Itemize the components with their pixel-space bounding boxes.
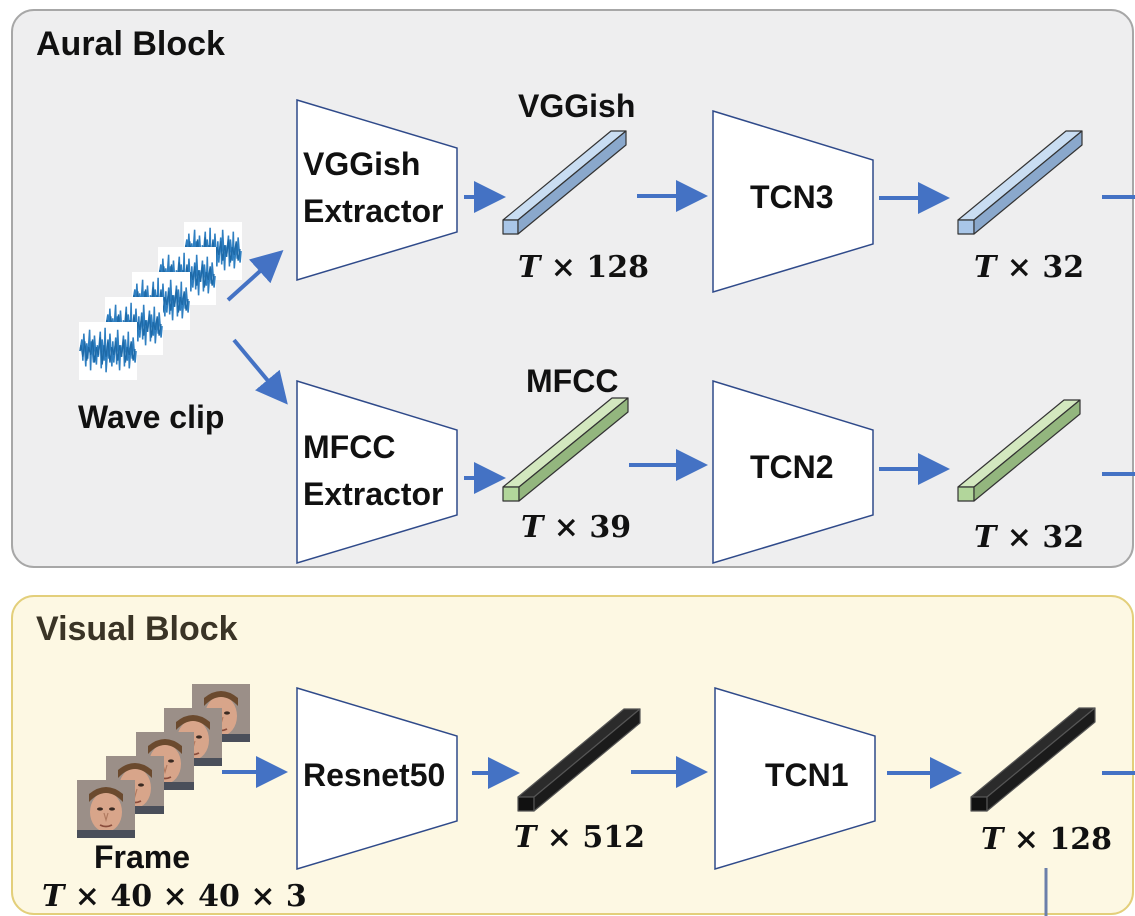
tcn1-label: TCN1 xyxy=(765,757,849,793)
tcn2-output-dim-label: T × 32 xyxy=(974,520,1084,555)
tcn2-label: TCN2 xyxy=(750,449,834,485)
aural-block-title: Aural Block xyxy=(36,25,225,63)
frame-label: Frame xyxy=(94,839,190,875)
tcn1-output-bar xyxy=(970,707,1096,812)
resnet50-label: Resnet50 xyxy=(303,757,445,793)
visual-block-title: Visual Block xyxy=(36,610,238,648)
mfcc-dim-label: T × 39 xyxy=(521,510,631,545)
mfcc-extractor-label-line2: Extractor xyxy=(303,476,444,512)
vggish-extractor-label-line1: VGGish xyxy=(303,146,420,182)
resnet-feature-bar xyxy=(517,708,641,812)
vggish-feature-label: VGGish xyxy=(518,88,635,124)
vggish-dim-label: T × 128 xyxy=(518,250,649,285)
tcn3-block xyxy=(712,109,874,294)
frame-dim-label: T × 40 × 40 × 3 xyxy=(42,879,307,914)
vggish-feature-bar xyxy=(502,130,627,235)
vggish-extractor xyxy=(296,98,458,282)
vggish-extractor-label-line2: Extractor xyxy=(303,193,444,229)
mfcc-extractor-label-line1: MFCC xyxy=(303,429,395,465)
arrow-wave-to-vggish xyxy=(226,249,284,302)
mfcc-feature-bar xyxy=(502,397,629,502)
resnet-dim-label: T × 512 xyxy=(514,820,645,855)
arrow-wave-to-mfcc xyxy=(232,338,288,405)
resnet50-block xyxy=(296,686,458,871)
mfcc-extractor xyxy=(296,379,458,565)
tcn3-output-bar xyxy=(957,130,1083,235)
tcn3-label: TCN3 xyxy=(750,179,834,215)
tcn2-output-bar xyxy=(957,399,1081,502)
tcn3-output-dim-label: T × 32 xyxy=(974,250,1084,285)
tcn1-block xyxy=(714,686,876,871)
tcn1-output-dim-label: T × 128 xyxy=(981,822,1112,857)
wave-clip-label: Wave clip xyxy=(78,399,224,435)
tcn2-block xyxy=(712,379,874,565)
mfcc-feature-label: MFCC xyxy=(526,363,618,399)
